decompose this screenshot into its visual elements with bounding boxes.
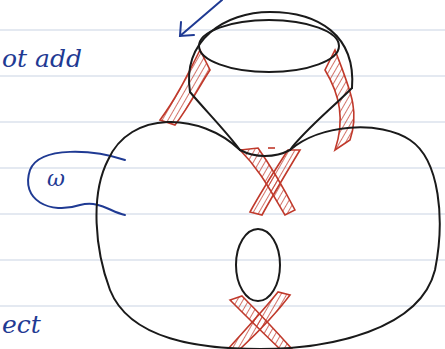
symbol-label: ω bbox=[47, 168, 65, 190]
note-text: ot add bbox=[2, 46, 82, 71]
note-text: ect bbox=[2, 312, 41, 337]
